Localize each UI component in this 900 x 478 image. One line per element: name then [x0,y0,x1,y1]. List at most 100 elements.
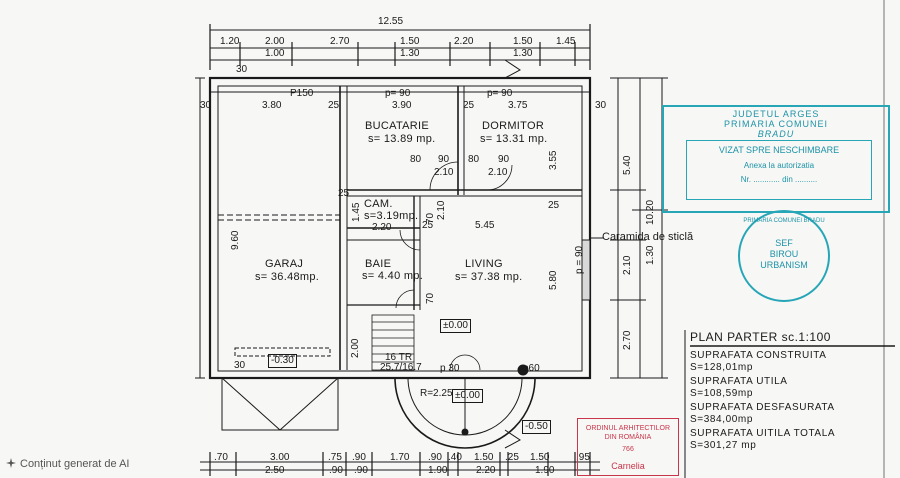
dim-580: 5.80 [548,270,559,290]
dim-bot-6: .90 [428,452,442,463]
dim-top-r2-1: 1.00 [265,48,285,59]
wall-30d: 30 [234,360,246,371]
dim-bot-r2-1: 2.50 [265,465,285,476]
dim-top-6: 1.50 [513,36,533,47]
dim-bot-r2-5: 2.20 [476,465,496,476]
round-stamp-l2: SEF [775,238,793,248]
dim-70b: 70 [425,292,436,304]
dim-top-7: 1.45 [556,36,576,47]
dim-355: 3.55 [548,150,559,170]
room-cam-name: CAM. [364,198,393,210]
dim-bot-3: .75 [328,452,342,463]
round-stamp-l1: PRIMARIA COMUNEI BRADU [743,218,825,224]
label-p90a: p= 90 [385,88,411,99]
red-stamp-l2: DIN ROMÂNIA [604,434,652,441]
level-000a: ±0.00 [440,319,471,333]
dim-top-5: 2.20 [454,36,474,47]
room-cam-area: s=3.19mp. [364,210,419,222]
dim-90b: 90 [438,154,450,165]
dormitor-width: 3.75 [508,100,528,111]
wall-30b: 30 [200,100,212,111]
dim-540: 5.40 [622,155,633,175]
red-stamp-l3: 766 [622,446,634,453]
dim-80a: 80 [468,154,480,165]
dim-top-r2-2: 1.30 [400,48,420,59]
dim-25: 25 [422,220,434,231]
bucatarie-width: 3.90 [392,100,412,111]
red-stamp-l4: Carnelia [611,461,645,471]
room-garaj-area: s= 36.48mp. [255,271,320,283]
label-p150: P150 [290,88,314,99]
label-p30: p 30 [440,363,460,374]
stamp-inner3: Nr. ............ din .......... [740,175,818,184]
label-p90b: p= 90 [487,88,513,99]
ai-generated-watermark: Conținut generat de AI [6,458,129,470]
dim-bot-11: .95 [576,452,590,463]
wall-25c: 25 [338,188,350,199]
glass-brick-label: Caramida de sticlă [602,231,694,243]
dim-top-2: 2.00 [265,36,285,47]
dim-130: 1.30 [645,245,656,265]
room-baie-name: BAIE [365,258,392,270]
level-050: -0.50 [522,420,551,434]
room-bucatarie-area: s= 13.89 mp. [368,133,436,145]
dim-210v: 2.10 [436,200,447,220]
dim-145: 1.45 [351,202,362,222]
info-row-7: SUPRAFATA UITILA TOTALA [690,428,836,439]
level-030: -0.30 [268,354,297,368]
dim-bot-1: .70 [214,452,228,463]
info-row-6: S=384,00mp [690,414,753,425]
info-row-8: S=301,27 mp [690,440,757,451]
dim-545: 5.45 [475,220,495,231]
watermark-text: Conținut generat de AI [20,458,130,470]
info-row-2: S=128,01mp [690,362,753,373]
dim-top-3: 2.70 [330,36,350,47]
dim-80b: 80 [410,154,422,165]
dim-90a: 90 [498,154,510,165]
room-baie-area: s= 4.40 mp. [362,270,424,282]
plan-title: PLAN PARTER sc.1:100 [690,330,831,344]
stamp-inner-box: VIZAT SPRE NESCHIMBARE Anexa la autoriza… [686,140,872,200]
stamp-line3: BRADU [757,129,795,139]
label-p60: p60 [523,363,540,374]
dim-960: 9.60 [230,230,241,250]
wall-30a: 30 [236,64,248,75]
info-row-5: SUPRAFATA DESFASURATA [690,402,835,413]
dim-top-4: 1.50 [400,36,420,47]
dim-bot-2: 3.00 [270,452,290,463]
level-000b: ±0.00 [452,389,483,403]
stamp-line2: PRIMARIA COMUNEI [723,119,828,129]
info-row-1: SUPRAFATA CONSTRUITA [690,350,827,361]
info-row-4: S=108,59mp [690,388,753,399]
stamp-inner2: Anexa la autorizatia [743,161,815,170]
dim-bot-r2-4: 1.90 [428,465,448,476]
dim-210a: 2.10 [434,167,454,178]
room-dormitor-name: DORMITOR [482,120,545,132]
dim-overall: 12.55 [378,16,404,27]
wall-25d: 25 [548,200,560,211]
urbanism-round-stamp: PRIMARIA COMUNEI BRADU SEF BIROU URBANIS… [738,210,830,302]
dim-bot-4: .90 [352,452,366,463]
wall-30c: 30 [595,100,607,111]
dim-bot-9: .25 [505,452,519,463]
dim-1020: 10.20 [645,199,656,225]
stamp-inner1: VIZAT SPRE NESCHIMBARE [718,145,840,155]
dim-p90v: p = 90 [574,245,585,274]
room-living-name: LIVING [465,258,503,270]
stairs-dim: 25.7/16.7 [380,362,422,373]
dim-200: 2.00 [350,338,361,358]
dim-bot-10: 1.50 [530,452,550,463]
round-stamp-l3: BIROU [769,249,799,259]
dim-210b: 2.10 [488,167,508,178]
dim-bot-8: 1.50 [474,452,494,463]
room-bucatarie-name: BUCATARIE [365,120,430,132]
wall-25a: 25 [328,100,340,111]
approval-stamp: JUDETUL ARGES PRIMARIA COMUNEI BRADU VIZ… [662,105,890,213]
dim-210r: 2.10 [622,255,633,275]
stamp-line1: JUDETUL ARGES [732,109,820,119]
dim-bot-r2-6: 1.90 [535,465,555,476]
architects-order-stamp: ORDINUL ARHITECTILOR DIN ROMÂNIA 766 Car… [577,418,679,476]
dim-top-1: 1.20 [220,36,240,47]
info-row-3: SUPRAFATA UTILA [690,376,788,387]
